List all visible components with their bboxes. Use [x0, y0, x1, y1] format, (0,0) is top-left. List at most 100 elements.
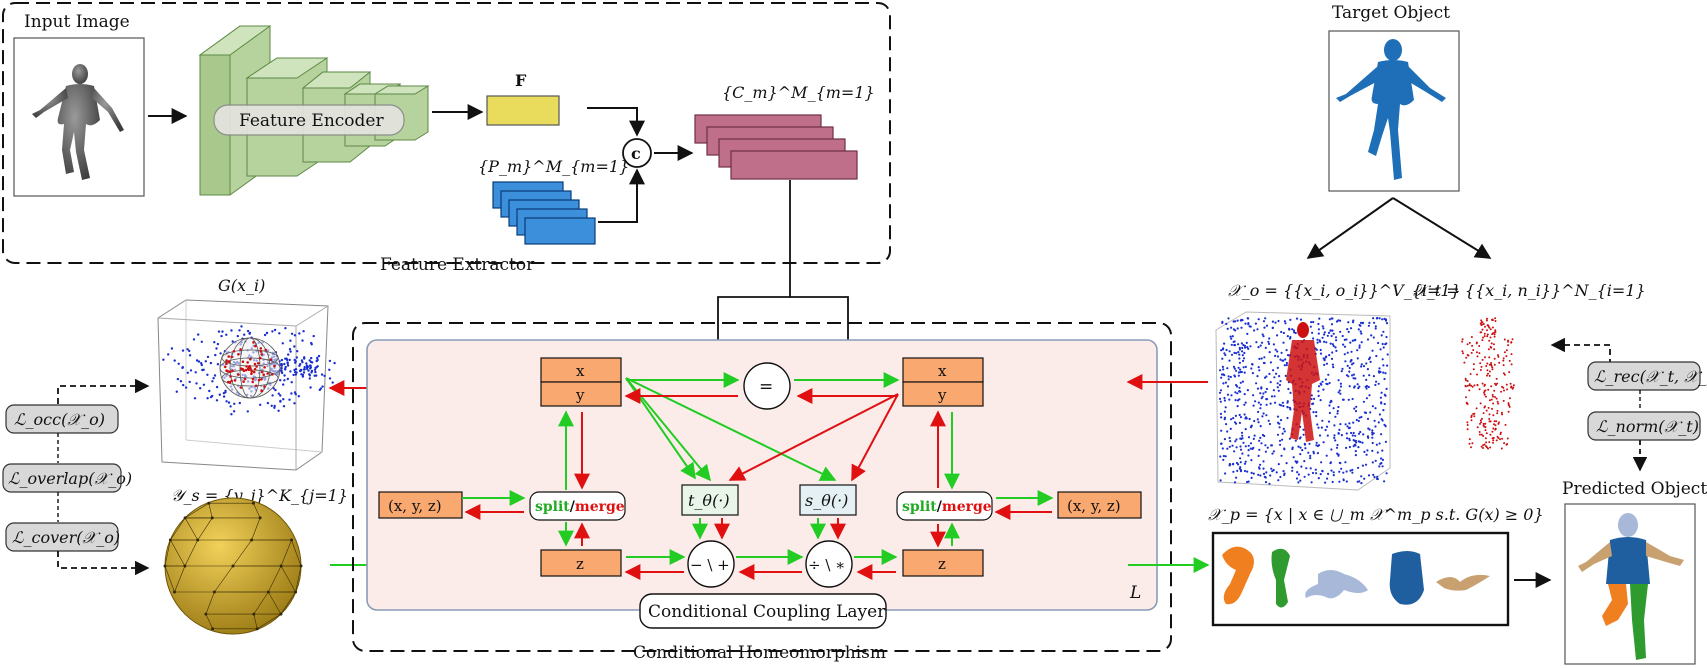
sphere-vertex: [207, 501, 211, 505]
occ-outside-point: [1239, 457, 1242, 460]
g-outside-point: [302, 371, 306, 374]
occ-outside-point: [1309, 454, 1312, 457]
occ-outside-point: [1231, 444, 1234, 447]
g-outside-point: [246, 410, 249, 413]
g-inside-point: [252, 341, 255, 344]
normal-surface-point: [1469, 373, 1472, 375]
g-outside-point: [194, 371, 197, 374]
g-inside-point: [260, 389, 264, 393]
occ-outside-point: [1310, 481, 1313, 484]
occ-outside-point: [1252, 437, 1255, 440]
occ-outside-point: [1269, 381, 1272, 384]
loss-norm-label: ℒ_norm(𝒳_t): [1596, 417, 1699, 436]
occ-outside-point: [1257, 454, 1260, 457]
occ-outside-point: [1346, 328, 1349, 331]
normal-surface-point: [1472, 413, 1475, 415]
g-outside-point: [195, 382, 198, 385]
g-inside-point: [241, 367, 244, 371]
occ-outside-point: [1274, 348, 1277, 351]
normal-surface-point: [1486, 329, 1488, 332]
g-outside-point: [233, 402, 236, 405]
normal-surface-point: [1476, 373, 1478, 376]
g-outside-point: [293, 334, 297, 337]
occ-outside-point: [1308, 442, 1311, 445]
g-outside-point: [188, 380, 191, 384]
g-outside-point: [215, 347, 218, 350]
normal-surface-point: [1480, 319, 1483, 322]
g-inside-point: [232, 350, 236, 353]
occ-outside-point: [1297, 445, 1300, 448]
occ-outside-point: [1230, 394, 1233, 397]
normal-surface-point: [1470, 416, 1473, 419]
occ-outside-point: [1338, 389, 1341, 392]
sphere-edge: [253, 614, 258, 629]
g-inside-point: [266, 372, 270, 375]
occ-outside-point: [1339, 330, 1342, 333]
occ-outside-point: [1323, 363, 1326, 366]
occ-outside-point: [1256, 418, 1259, 421]
occ-outside-point: [1238, 421, 1241, 424]
occ-outside-point: [1371, 349, 1374, 352]
occ-outside-point: [1339, 385, 1343, 388]
g-inside-point: [233, 379, 237, 382]
occ-outside-point: [1277, 389, 1280, 392]
coupling-layer-label-box: [639, 593, 887, 629]
normal-surface-point: [1479, 362, 1482, 365]
occ-outside-point: [1265, 403, 1268, 406]
left-merge-label: merge: [575, 499, 625, 515]
g-outside-point: [289, 370, 292, 373]
g-inside-point: [258, 356, 262, 360]
occ-outside-point: [1357, 419, 1360, 423]
occ-outside-point: [1379, 462, 1382, 465]
normal-surface-point: [1488, 413, 1491, 416]
occ-outside-point: [1299, 453, 1302, 456]
occ-outside-point: [1278, 426, 1281, 429]
normal-surface-point: [1487, 447, 1489, 450]
occ-outside-point: [1282, 341, 1285, 344]
occ-outside-point: [1258, 369, 1261, 372]
occ-outside-point: [1282, 427, 1285, 430]
occ-outside-point: [1252, 446, 1255, 449]
occ-outside-point: [1264, 481, 1268, 484]
sphere-edge: [268, 565, 282, 593]
occ-outside-point: [1383, 402, 1386, 406]
normal-surface-point: [1495, 397, 1498, 400]
occ-outside-point: [1252, 472, 1255, 475]
occ-outside-point: [1358, 385, 1361, 388]
g-outside-point: [288, 348, 292, 351]
occ-outside-point: [1225, 348, 1228, 352]
occ-outside-point: [1289, 337, 1292, 340]
g-outside-point: [294, 368, 298, 371]
occ-outside-point: [1244, 428, 1247, 431]
occ-outside-point: [1226, 385, 1230, 388]
coupling-layer-label: Conditional Coupling Layer: [648, 602, 886, 622]
occ-outside-point: [1224, 406, 1227, 409]
normal-surface-point: [1488, 418, 1491, 420]
normal-surface-point: [1488, 326, 1491, 329]
occ-outside-point: [1369, 411, 1372, 414]
occ-outside-point: [1329, 342, 1332, 345]
occ-outside-point: [1288, 327, 1291, 330]
normal-surface-point: [1499, 438, 1501, 441]
sphere-edge: [214, 565, 234, 593]
occ-outside-point: [1309, 457, 1312, 460]
occ-outside-point: [1371, 405, 1374, 408]
normal-surface-point: [1493, 363, 1496, 366]
predicted-object-label: Predicted Object: [1562, 479, 1707, 499]
occ-outside-point: [1325, 425, 1329, 428]
sphere-edge: [164, 565, 175, 593]
occ-outside-point: [1319, 399, 1322, 402]
occ-outside-point: [1346, 425, 1349, 428]
g-outside-point: [284, 357, 287, 360]
g-outside-point: [301, 339, 304, 342]
g-outside-point: [300, 359, 304, 362]
g-outside-point: [297, 395, 300, 398]
occ-outside-point: [1354, 434, 1357, 437]
g-outside-point: [186, 348, 189, 351]
occ-outside-point: [1353, 439, 1356, 442]
normal-surface-point: [1499, 433, 1502, 436]
occ-outside-point: [1257, 473, 1260, 476]
occ-outside-point: [1330, 317, 1333, 320]
g-outside-point: [230, 413, 233, 416]
occ-outside-point: [1328, 318, 1331, 321]
